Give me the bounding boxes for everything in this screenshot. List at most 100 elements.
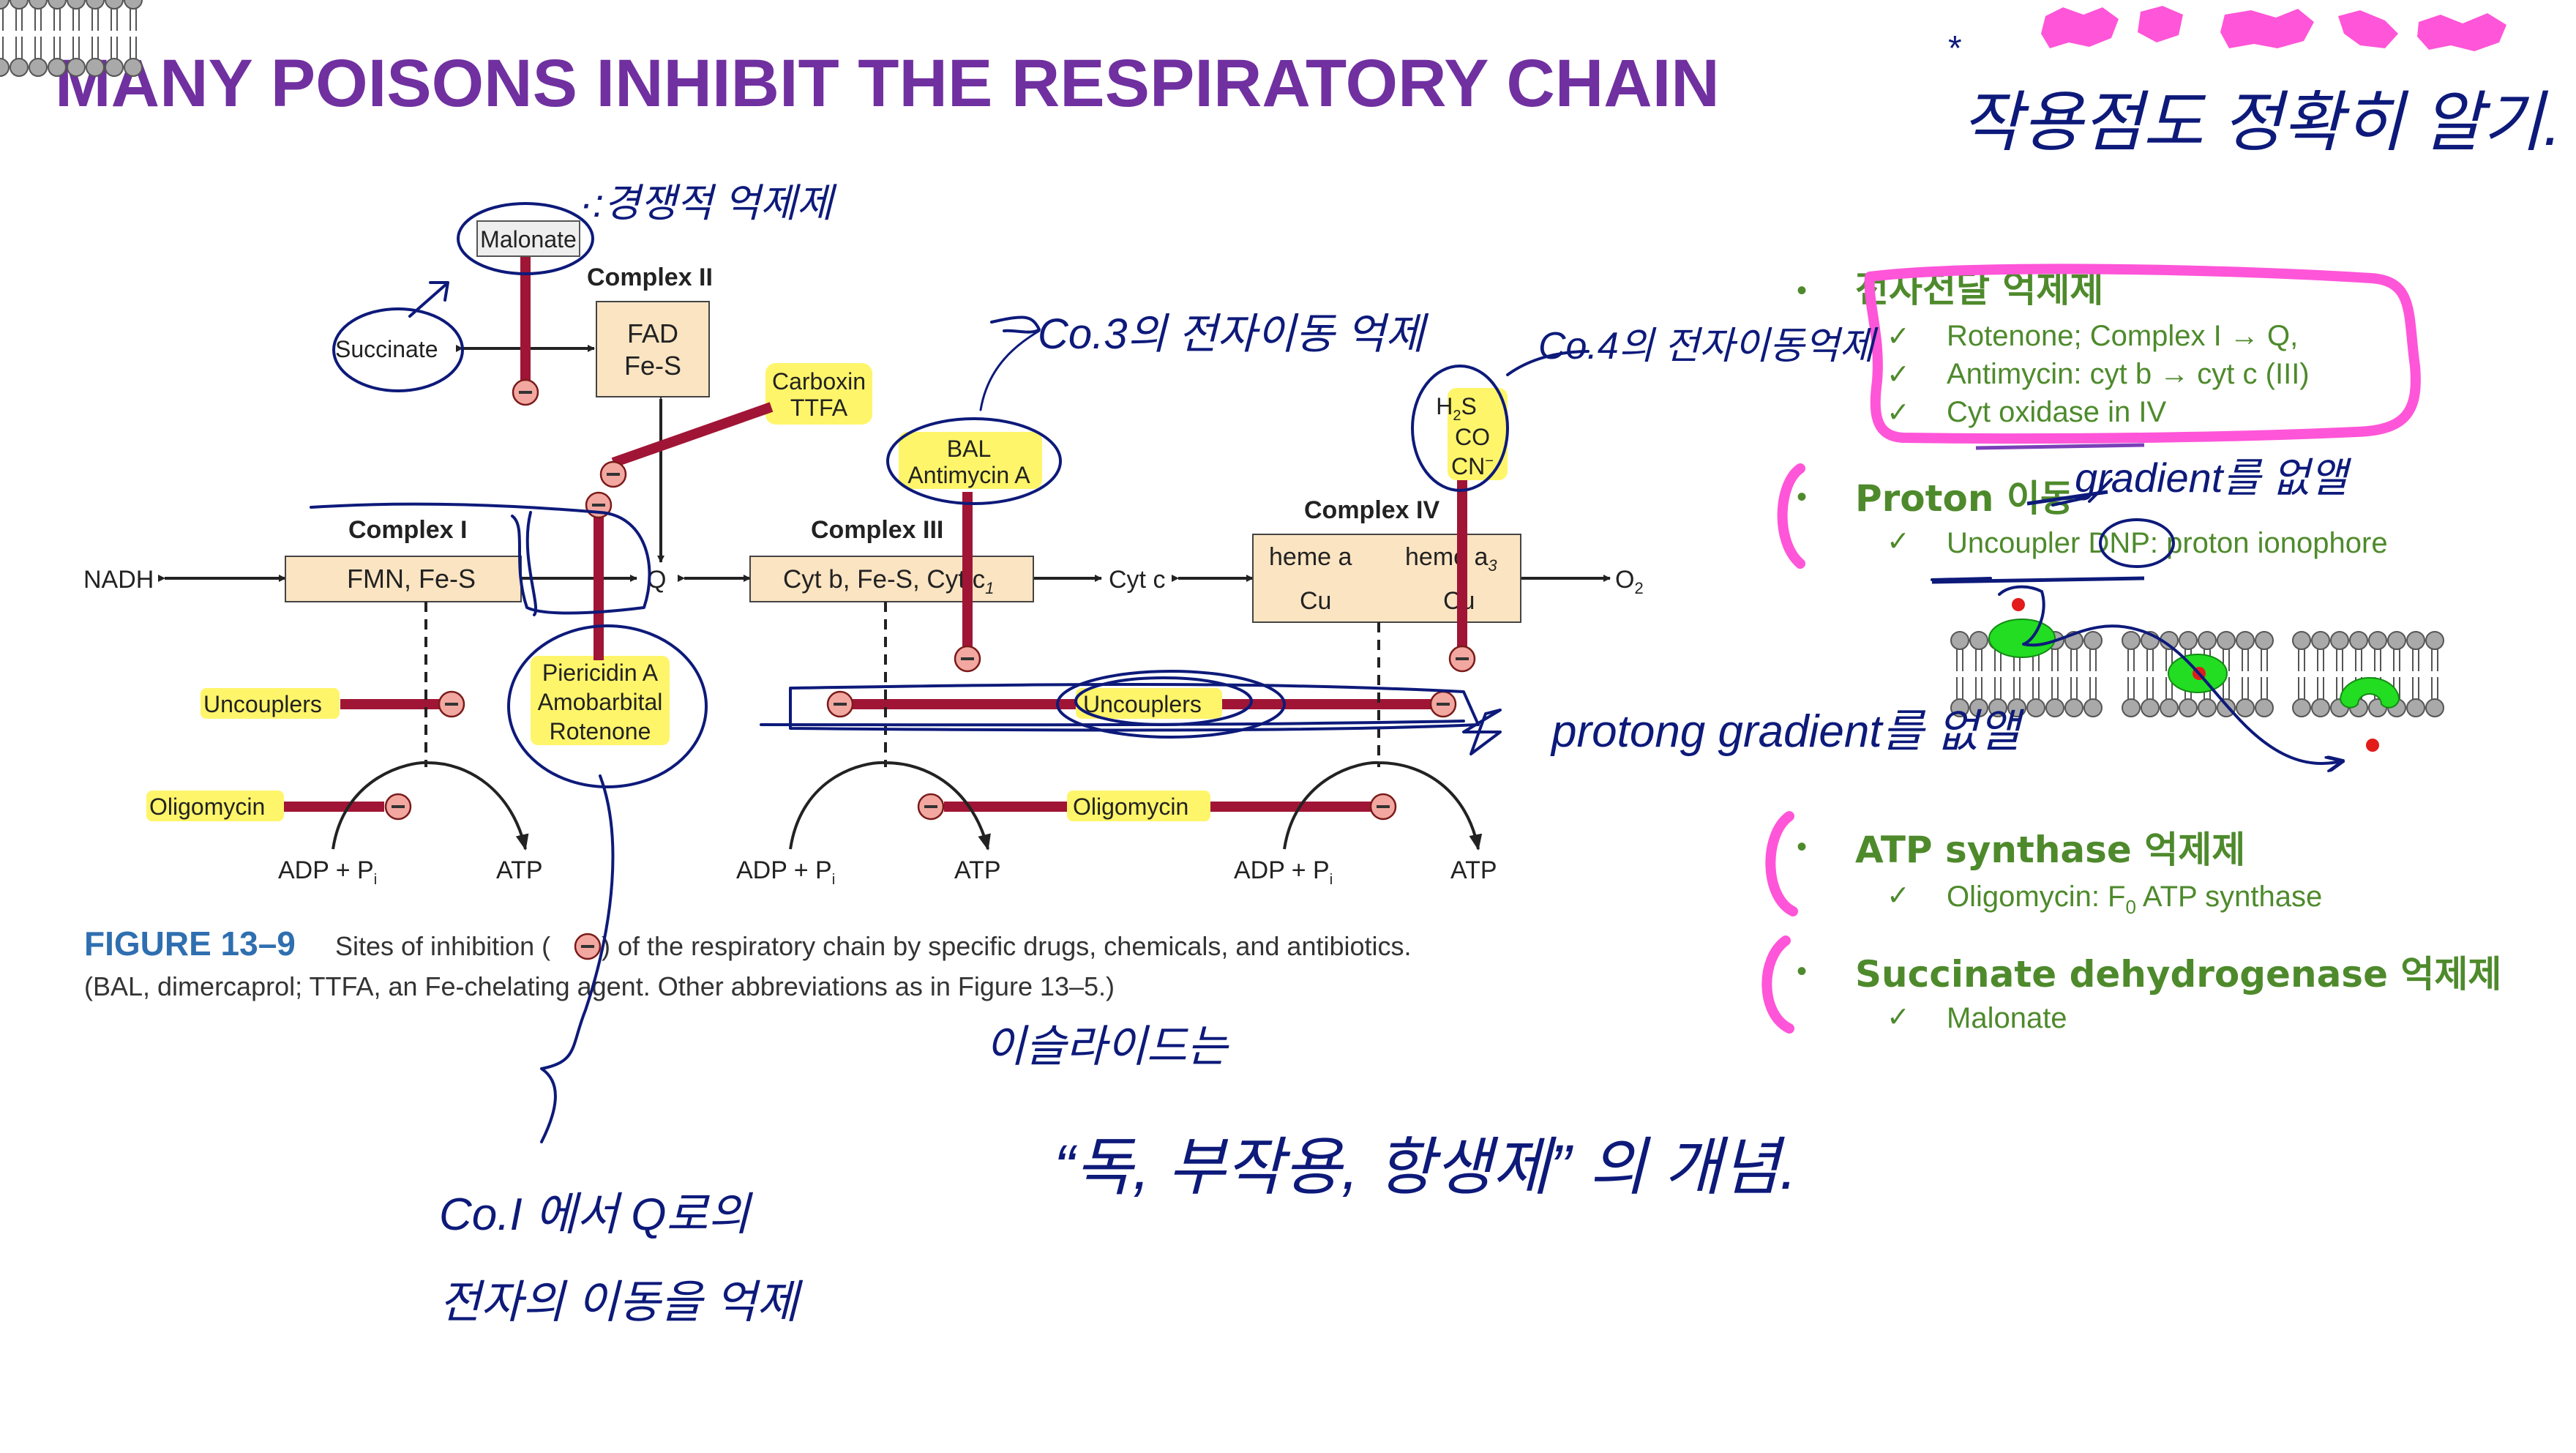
underline <box>1931 576 2145 584</box>
complex-3-title: Complex III <box>811 516 943 544</box>
section-1-item-1: Rotenone; Complex I → Q, <box>1947 320 2298 352</box>
inhibition-symbol <box>826 690 854 718</box>
check: ✓ <box>1887 397 1910 428</box>
piericidin-label: Piericidin A <box>542 660 659 686</box>
caption-inhibition-symbol <box>574 933 602 960</box>
respiratory-chain-figure: Complex I Complex II Complex III Complex… <box>83 220 1644 1001</box>
note-top-right: 작용점도 정확히 알기. <box>1961 86 2561 160</box>
adp-label-1: ADP + Pi <box>278 856 377 888</box>
strike-line <box>1975 443 2145 450</box>
h2s-label: H2S <box>1436 393 1477 424</box>
section-4-heading: Succinate dehydrogenase 억제제 <box>1855 953 2501 996</box>
bullet: • <box>1797 831 1807 863</box>
adp-label-2: ADP + Pi <box>736 856 835 888</box>
figure-caption-line-1b: ) of the respiratory chain by specific d… <box>602 931 1412 961</box>
oligomycin-mid-highlight <box>1067 791 1210 821</box>
complex-4-heme-a: heme a <box>1269 543 1352 571</box>
membrane-diagram <box>0 0 2444 752</box>
figure-caption-line-2: (BAL, dimercaprol; TTFA, an Fe-chelating… <box>84 971 1115 1001</box>
cytc-label: Cyt c <box>1109 566 1165 594</box>
malonate-box <box>476 220 580 257</box>
check: ✓ <box>1887 321 1910 352</box>
figure-caption-line-1a: Sites of inhibition ( <box>335 931 550 961</box>
bullet: • <box>1797 274 1807 307</box>
pen-notes: ·:경쟁적 억제제 작용점도 정확히 알기. * Co.3의 전자이동 억제 C… <box>439 29 2561 1328</box>
antimycin-label: Antimycin A <box>907 462 1030 488</box>
inhibitor-bars <box>284 256 1467 812</box>
inhibition-symbol <box>512 378 539 406</box>
uncouplers-left-label: Uncouplers <box>203 691 322 717</box>
oligomycin-mid-label: Oligomycin <box>1073 793 1188 820</box>
complex-4-heme-a3: heme a3 <box>1405 543 1497 575</box>
dashed-lines <box>424 602 1380 767</box>
complex-4-title: Complex IV <box>1304 496 1439 524</box>
atp-label-2: ATP <box>954 856 1001 884</box>
complex-1-body: FMN, Fe-S <box>347 564 476 594</box>
rotenone-highlight <box>531 656 670 745</box>
inhibition-symbol <box>1369 793 1397 821</box>
check: ✓ <box>1887 881 1910 911</box>
note-gradient-mid: protong gradient를 없앨 <box>1550 706 2025 757</box>
proton-dot <box>2366 739 2379 752</box>
inhibition-symbol <box>1429 690 1457 718</box>
proton-dot <box>2012 598 2025 611</box>
section-1-item-3: Cyt oxidase in IV <box>1947 396 2166 428</box>
carboxin-highlight <box>765 363 872 425</box>
complex-2-line-2: Fe-S <box>624 351 681 381</box>
note-co1-line-1: Co.I 에서 Q로의 <box>439 1189 754 1240</box>
bal-label: BAL <box>947 436 991 462</box>
o2-label: O2 <box>1615 566 1644 597</box>
magenta-scribbles <box>2041 6 2506 51</box>
ttfa-label: TTFA <box>790 395 848 421</box>
note-competitive: ·:경쟁적 억제제 <box>580 182 837 225</box>
rotenone-label: Rotenone <box>550 718 651 744</box>
co-label: CO <box>1455 424 1490 450</box>
amobarbital-label: Amobarbital <box>538 689 663 715</box>
note-star: * <box>1948 29 1962 68</box>
note-gradient-top: gradient를 없앨 <box>2075 455 2352 501</box>
atp-synthesis-arrows <box>332 761 1483 851</box>
section-2-heading: Proton 이동 <box>1855 477 2074 520</box>
magenta-annotations <box>1761 264 2421 1034</box>
complex-3-body: Cyt b, Fe-S, Cyt c1 <box>783 565 994 597</box>
cn-label: CN− <box>1451 453 1494 479</box>
complex-4-cu-1: Cu <box>1300 587 1331 615</box>
pen-annotations <box>310 202 2342 1143</box>
uncouplers-mid-highlight <box>1076 688 1222 719</box>
complex-1-title: Complex I <box>348 516 467 544</box>
malonate-label: Malonate <box>480 226 577 253</box>
inhibition-symbol <box>599 460 627 488</box>
complex-4-box <box>1252 534 1521 623</box>
inhibition-symbol <box>917 793 945 821</box>
oligomycin-left-highlight <box>146 791 284 821</box>
uncouplers-left-highlight <box>201 688 340 719</box>
notes-panel: • 전자전달 억제제 ✓ Rotenone; Complex I → Q, ✓ … <box>1797 268 2501 1034</box>
cyanide-highlight <box>1448 388 1508 480</box>
bal-highlight <box>899 432 1042 489</box>
section-1-item-2: Antimycin: cyt b → cyt c (III) <box>1947 358 2310 390</box>
carboxin-label: Carboxin <box>772 368 866 395</box>
succinate-label: Succinate <box>335 336 438 362</box>
strike-line <box>2026 490 2108 506</box>
check: ✓ <box>1887 359 1910 390</box>
check: ✓ <box>1887 1002 1910 1033</box>
figure-caption-label: FIGURE 13–9 <box>84 925 296 963</box>
inhibition-symbol <box>1448 645 1476 673</box>
ionophore-shape <box>1988 619 2056 658</box>
note-concept-quote: “독, 부작용, 항생제” 의 개념. <box>1054 1132 1797 1203</box>
ionophore-shape <box>2339 677 2400 709</box>
inhibition-symbol <box>954 645 981 673</box>
complex-2-line-1: FAD <box>627 318 678 348</box>
note-slide-concept: 이슬라이드는 <box>985 1022 1229 1071</box>
inhibition-symbol <box>384 793 412 821</box>
oligomycin-left-label: Oligomycin <box>149 793 265 820</box>
uncouplers-mid-label: Uncouplers <box>1083 691 1202 717</box>
complex-2-title: Complex II <box>587 264 713 291</box>
complex-2-box <box>596 301 710 397</box>
inhibition-symbol <box>438 690 465 718</box>
complex-1-box <box>285 556 522 602</box>
complex-3-box <box>749 556 1034 602</box>
check: ✓ <box>1887 526 1910 557</box>
